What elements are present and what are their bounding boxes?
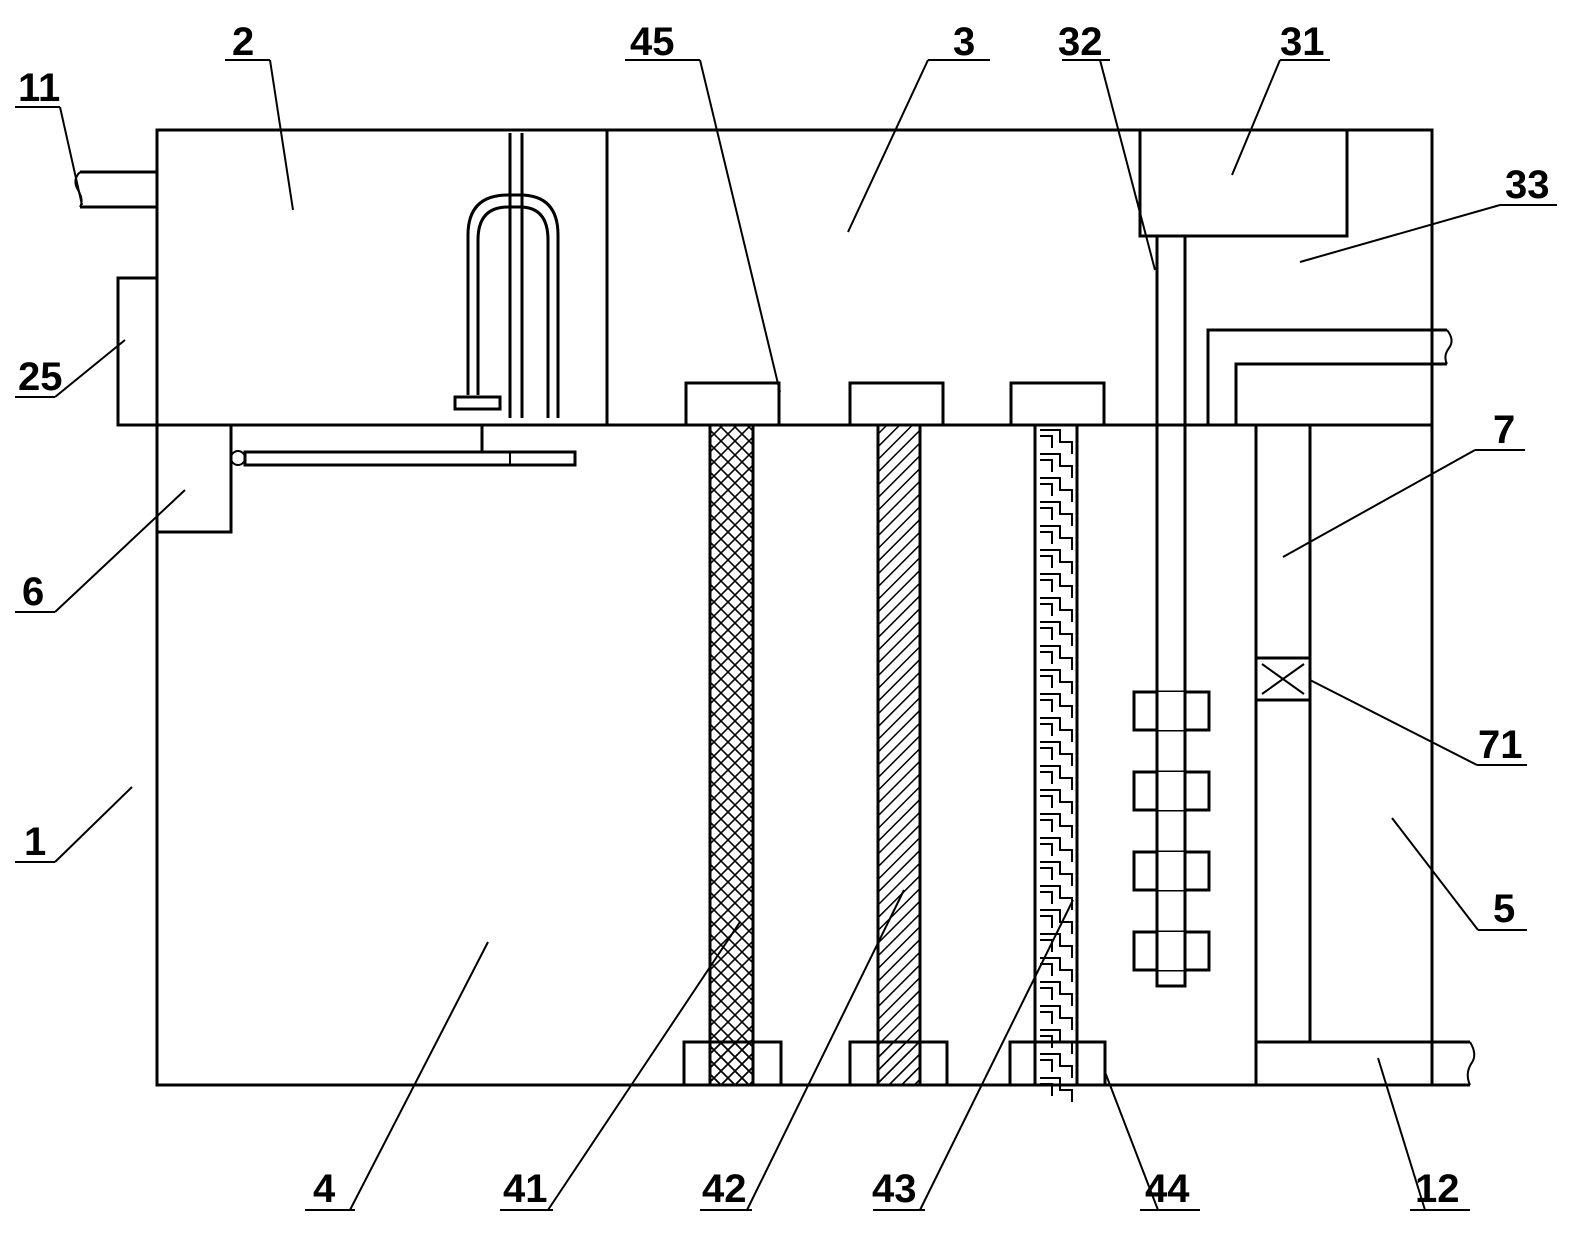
riser-pipe-7: [1254, 425, 1312, 1085]
reference-labels: 11 2 25 6 1 45 3 32 31 33 7 71 5 12 44 4…: [18, 20, 1550, 1211]
bottom-bases: [682, 1040, 1107, 1087]
label-1: 1: [24, 820, 46, 864]
filter-column-43: [1033, 423, 1079, 1102]
label-5: 5: [1493, 887, 1515, 931]
unit-31: [1138, 128, 1349, 238]
label-31: 31: [1280, 20, 1325, 64]
label-45: 45: [630, 20, 675, 64]
label-7: 7: [1493, 408, 1515, 452]
valve-71: [1254, 656, 1312, 702]
main-housing: [118, 128, 1434, 1087]
label-2: 2: [232, 20, 254, 64]
pipe-33: [1206, 328, 1453, 425]
label-4: 4: [313, 1167, 336, 1211]
label-25: 25: [18, 355, 63, 399]
inlet-pipe: [74, 170, 157, 209]
label-43: 43: [872, 1167, 917, 1211]
label-32: 32: [1058, 20, 1103, 64]
heater-assembly: [453, 133, 560, 418]
filter-column-42: [876, 423, 922, 1087]
leader-lines: [15, 59, 1557, 1211]
top-caps: [684, 381, 1106, 427]
label-44: 44: [1145, 1167, 1190, 1211]
label-41: 41: [503, 1167, 548, 1211]
side-box-25: [116, 276, 159, 427]
outlet-pipe-12: [1256, 1040, 1476, 1087]
label-71: 71: [1478, 723, 1523, 767]
label-3: 3: [953, 20, 975, 64]
filter-column-41: [708, 423, 755, 1087]
motor-block-6: [155, 423, 577, 534]
label-6: 6: [22, 570, 44, 614]
label-12: 12: [1415, 1167, 1460, 1211]
label-33: 33: [1505, 163, 1550, 207]
label-11: 11: [18, 66, 60, 110]
pipe-32: [1132, 234, 1211, 988]
label-42: 42: [702, 1167, 747, 1211]
